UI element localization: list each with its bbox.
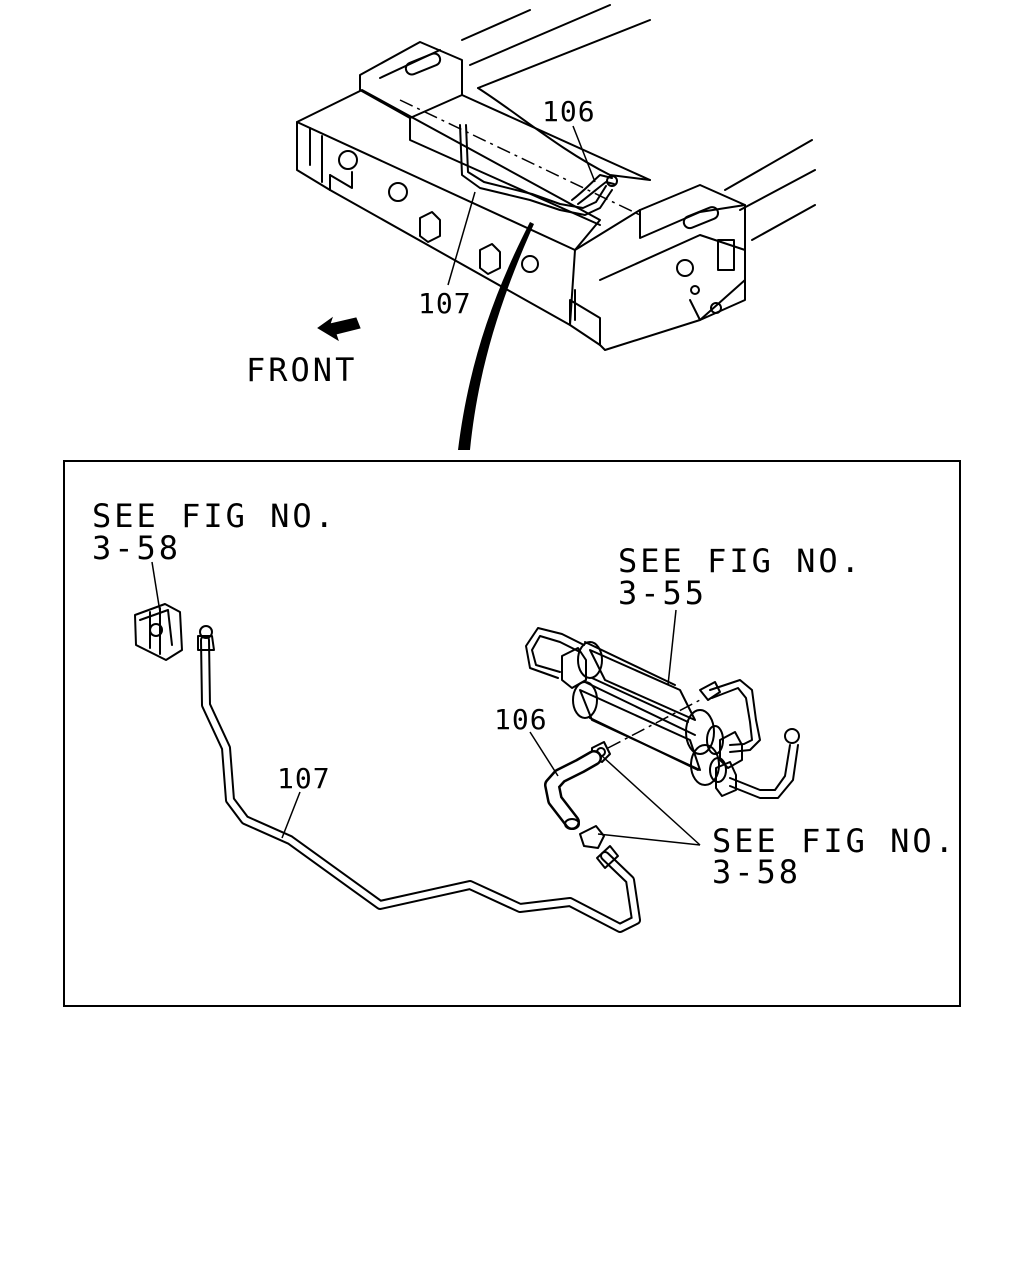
leader-3-58-top [151, 561, 161, 613]
ref-3-58-top-line2: 3-58 [92, 529, 182, 567]
callout-107-detail: 107 [277, 762, 331, 795]
ref-3-58-top-line1: SEE FIG NO. [92, 497, 337, 535]
leader-3-55 [667, 609, 677, 686]
ref-3-55-line2: 3-55 [618, 574, 708, 612]
callout-107-top: 107 [418, 287, 472, 320]
leader-107-detail [281, 791, 301, 839]
detail-frame [63, 460, 961, 1007]
leader-3-58-right-a [601, 755, 701, 846]
front-label: FRONT [246, 351, 358, 389]
leader-106-detail [529, 731, 559, 777]
chassis-frame [296, 4, 816, 351]
leader-106-top [572, 125, 596, 183]
leader-3-58-right-b [597, 833, 701, 846]
pipe-107 [197, 625, 641, 933]
ref-3-55-line1: SEE FIG NO. [618, 542, 863, 580]
front-arrow-icon [317, 316, 361, 342]
leader-107-top [447, 191, 476, 286]
ref-3-58-right-line1: SEE FIG NO. [712, 822, 957, 860]
ref-3-58-right-line2: 3-58 [712, 853, 802, 891]
callout-106-detail: 106 [494, 703, 548, 736]
oil-cooler [525, 627, 800, 799]
hose-106 [544, 750, 602, 830]
centerline-cooler [607, 699, 701, 749]
callout-106-top: 106 [542, 95, 596, 128]
clip-part [134, 603, 183, 661]
detail-pointer [458, 222, 534, 450]
